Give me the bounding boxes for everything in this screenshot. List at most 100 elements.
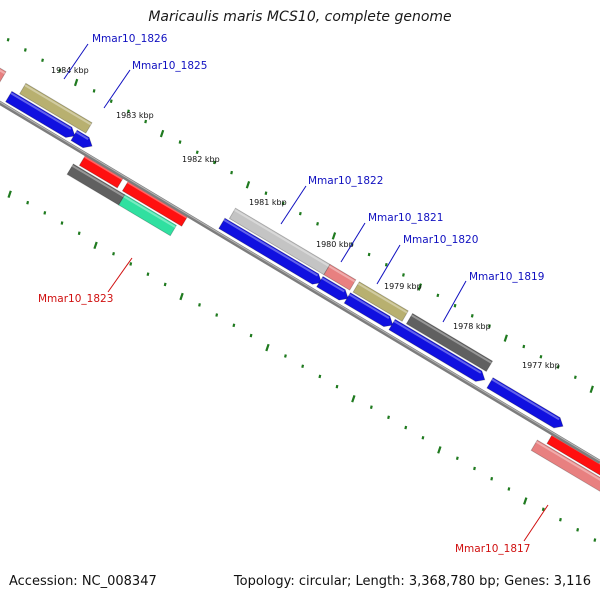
upper-row-tick xyxy=(384,262,388,267)
callout-line-1825 xyxy=(103,69,131,109)
gene-bar-1821[interactable] xyxy=(323,263,357,291)
gene-label-1822[interactable]: Mmar10_1822 xyxy=(308,175,383,187)
lower-row-tick xyxy=(284,354,287,358)
gene-bar-blue-1[interactable] xyxy=(5,90,76,138)
upper-row-tick xyxy=(436,293,440,298)
tick-dots xyxy=(6,37,597,542)
gene-bar-1819-highlight xyxy=(410,314,492,364)
upper-row-tick xyxy=(331,232,337,240)
lower-row-tick xyxy=(576,528,580,532)
lower-row-tick xyxy=(7,190,12,198)
kbp-label-1980: 1980 kbp xyxy=(316,240,354,249)
upper-row-tick xyxy=(73,78,79,87)
gene-label-1826[interactable]: Mmar10_1826 xyxy=(92,33,168,45)
lower-row-tick xyxy=(265,343,270,352)
lower-row-tick xyxy=(473,466,476,471)
upper-row-tick xyxy=(23,48,27,52)
gene-bar-blue-3[interactable] xyxy=(316,275,349,301)
gene-bar-1826[interactable] xyxy=(19,82,93,134)
gene-bar-blue-2[interactable] xyxy=(218,217,323,285)
upper-row-tick xyxy=(556,365,560,369)
gene-bar-blue-4[interactable] xyxy=(343,292,394,328)
upper-row-tick xyxy=(6,37,10,42)
gene-bar-pink-edge[interactable] xyxy=(0,59,7,83)
lower-row-tick xyxy=(249,333,253,338)
upper-row-tick xyxy=(178,140,182,144)
accession-text: Accession: NC_008347 xyxy=(9,574,157,589)
upper-row-tick xyxy=(264,191,268,195)
gene-label-1821[interactable]: Mmar10_1821 xyxy=(368,212,443,224)
gene-label-1825[interactable]: Mmar10_1825 xyxy=(132,60,207,72)
callout-line-1823 xyxy=(107,257,133,293)
lower-row-tick xyxy=(112,251,115,256)
gene-bar-blue-6-highlight xyxy=(491,378,560,421)
kbp-label-1978: 1978 kbp xyxy=(453,322,491,331)
gene-label-1819[interactable]: Mmar10_1819 xyxy=(469,271,544,283)
kbp-label-1977: 1977 kbp xyxy=(522,361,560,370)
upper-row-tick xyxy=(58,68,62,73)
upper-row-tick xyxy=(245,181,251,189)
lower-row-tick xyxy=(507,487,511,491)
upper-row-tick xyxy=(195,150,199,155)
genome-map: 1984 kbp 1983 kbp 1982 kbp 1981 kbp 1980… xyxy=(0,33,600,555)
lower-row-tick xyxy=(559,517,562,522)
callout-line-1819 xyxy=(442,280,467,323)
gene-bar-blue-4-highlight xyxy=(348,293,390,319)
lower-row-tick xyxy=(437,446,442,454)
upper-row-tick xyxy=(127,109,130,114)
gene-bar-1822-highlight xyxy=(233,209,330,267)
upper-row-tick xyxy=(539,354,543,359)
lower-row-tick xyxy=(232,323,236,328)
upper-row-tick xyxy=(109,99,113,103)
upper-row-tick xyxy=(589,385,594,394)
lower-row-tick xyxy=(198,303,201,307)
kbp-label-1983: 1983 kbp xyxy=(116,111,154,120)
upper-row-tick xyxy=(417,283,423,291)
callout-line-1817 xyxy=(523,504,549,542)
callout-line-1822 xyxy=(280,185,307,225)
kbp-label-1981: 1981 kbp xyxy=(249,198,287,207)
lower-row-tick xyxy=(351,395,356,403)
upper-row-tick xyxy=(488,324,491,328)
lower-row-tick xyxy=(387,415,390,420)
gene-label-1820[interactable]: Mmar10_1820 xyxy=(403,234,478,246)
gene-bar-1825-highlight xyxy=(75,131,89,140)
gene-bar-1825[interactable] xyxy=(70,129,93,149)
genome-backbone xyxy=(0,100,600,464)
upper-row-tick xyxy=(402,273,405,277)
lower-row-tick xyxy=(179,292,184,301)
lower-row-tick xyxy=(490,476,494,481)
gene-bar-red-1-highlight xyxy=(84,155,123,181)
gene-bar-1819[interactable] xyxy=(405,312,494,372)
lower-row-tick xyxy=(26,200,30,205)
gene-bar-1820[interactable] xyxy=(352,281,409,322)
lower-row-tick xyxy=(421,436,425,440)
gene-bar-1823[interactable] xyxy=(118,194,177,237)
lower-row-tick xyxy=(455,456,459,461)
gene-bar-blue-3-highlight xyxy=(321,277,345,293)
upper-row-tick xyxy=(230,170,233,175)
lower-row-tick xyxy=(77,231,81,236)
gene-bar-blue-5-highlight xyxy=(393,320,482,374)
kbp-label-1979: 1979 kbp xyxy=(384,282,422,291)
upper-row-tick xyxy=(453,303,457,308)
lower-row-tick xyxy=(146,272,150,276)
upper-row-tick xyxy=(316,222,319,226)
lower-row-tick xyxy=(369,405,373,409)
callout-line-1820 xyxy=(376,244,401,285)
gene-bar-blue-1-highlight xyxy=(10,92,72,130)
kbp-label-1982: 1982 kbp xyxy=(182,155,220,164)
lower-row-tick xyxy=(301,364,305,369)
gene-bar-blue-5[interactable] xyxy=(388,318,486,382)
gene-label-1817[interactable]: Mmar10_1817 xyxy=(455,543,530,555)
gene-bar-1826-highlight xyxy=(24,84,92,126)
upper-row-tick xyxy=(573,375,577,380)
genome-summary-text: Topology: circular; Length: 3,368,780 bp… xyxy=(233,574,591,589)
gene-bar-gray-lower-highlight xyxy=(71,164,125,198)
upper-row-tick xyxy=(522,344,526,349)
gene-bar-blue-6[interactable] xyxy=(486,377,564,429)
gene-label-1823[interactable]: Mmar10_1823 xyxy=(38,293,113,305)
gene-bar-1817[interactable] xyxy=(530,439,600,492)
genome-backbone-highlight xyxy=(0,101,600,462)
lower-row-tick xyxy=(215,313,219,317)
